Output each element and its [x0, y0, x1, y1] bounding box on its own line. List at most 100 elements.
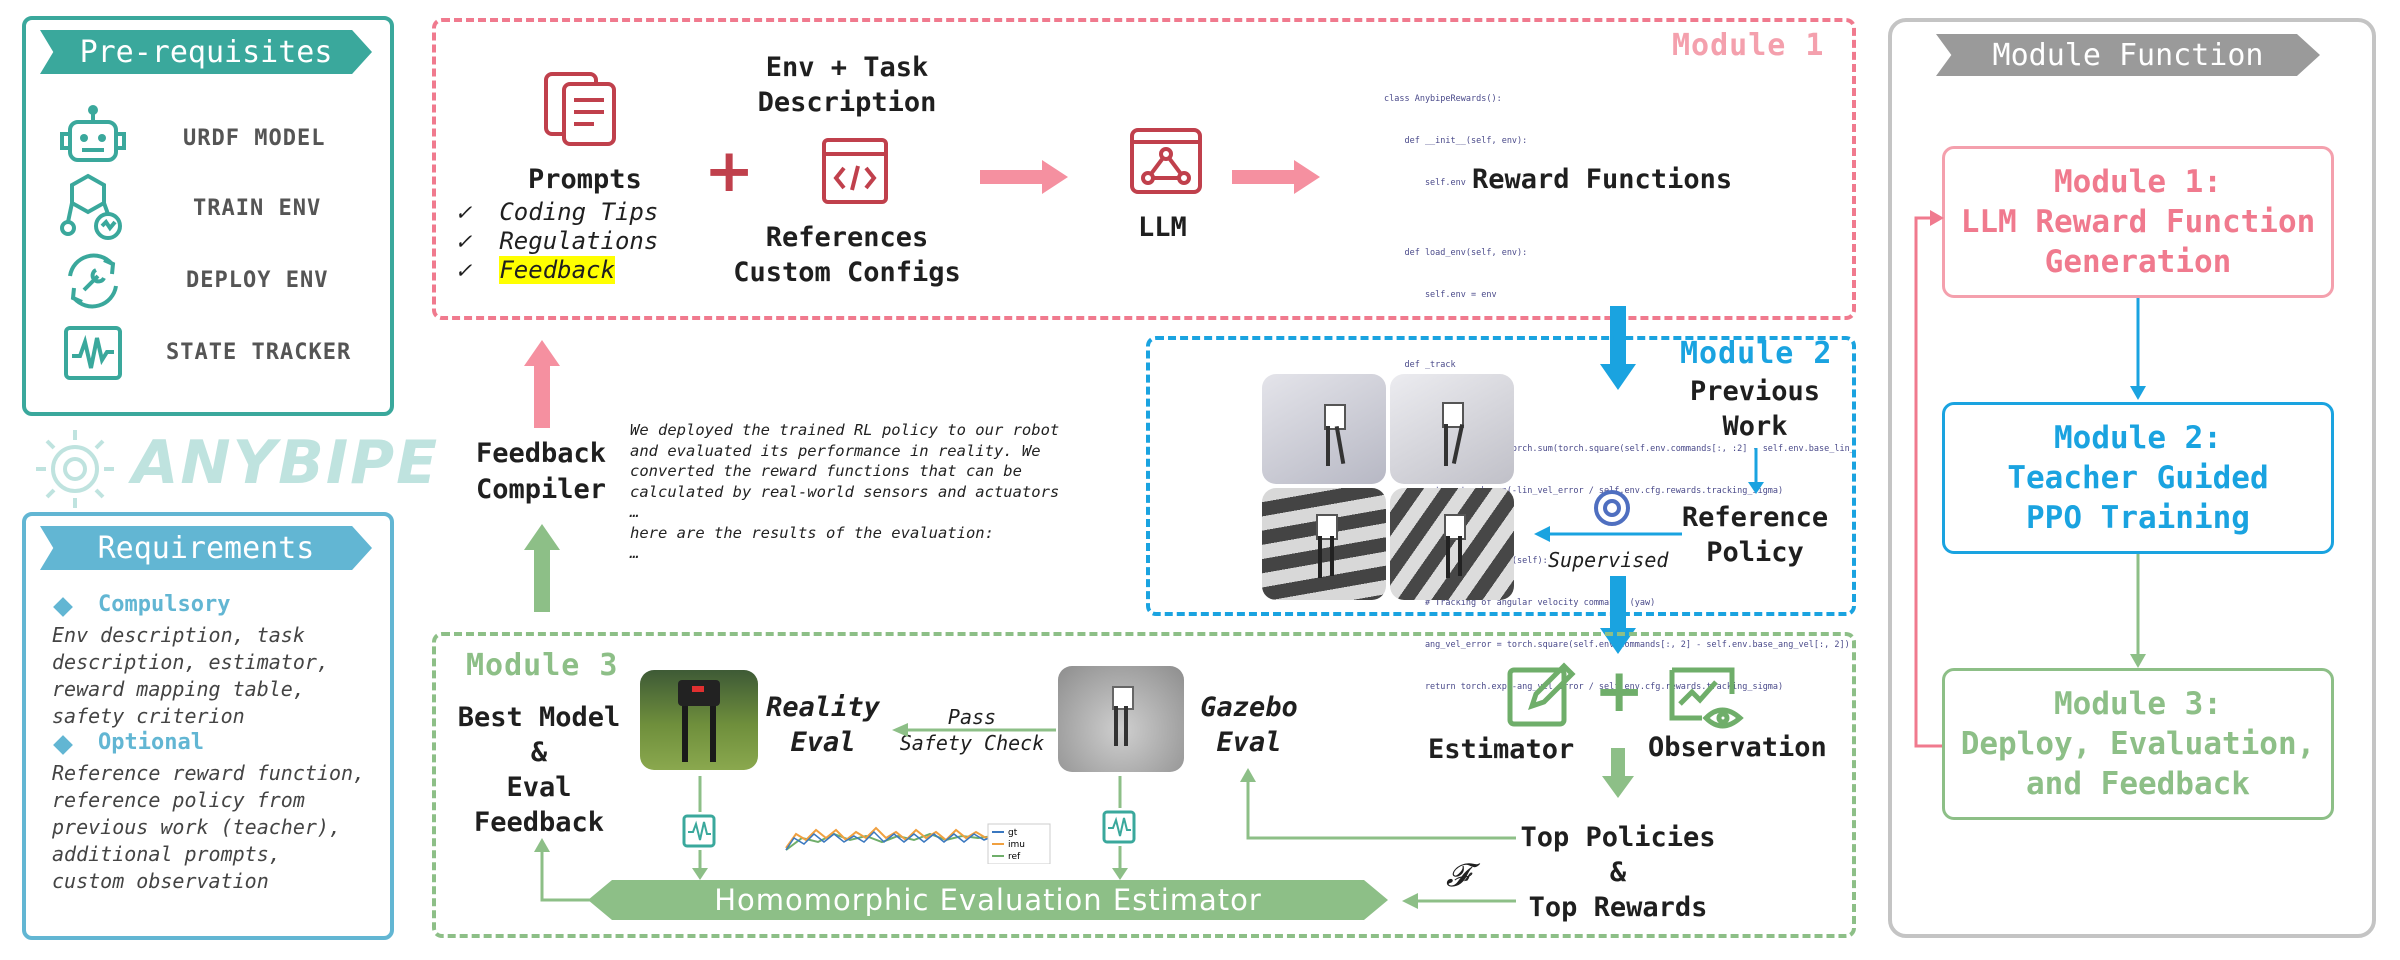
estimator-plot: gt imu ref [785, 823, 1051, 864]
reality-eval-label: Reality Eval [766, 690, 880, 760]
best-model-label: Best Model & Eval Feedback [452, 700, 626, 840]
compulsory-heading: Compulsory [98, 592, 231, 617]
plot-series-gt [785, 830, 995, 851]
module3-function-line: Deploy, Evaluation, [1960, 726, 2316, 762]
previous-work-line: Previous [1689, 376, 1821, 407]
optional-heading: Optional [98, 730, 204, 755]
prompt-items: ✓ Coding Tips ✓ Regulations ✓ Feedback [456, 198, 658, 285]
llm-label: LLM [1138, 212, 1187, 243]
waveform-monitor-icon [64, 326, 122, 380]
optional-line: additional prompts, [52, 842, 281, 866]
prerequisites-panel [22, 16, 394, 416]
prereq-urdf-label: URDF MODEL [183, 126, 326, 151]
module3-function-line: Module 3: [2054, 686, 2222, 722]
estimator-label: Estimator [1428, 734, 1575, 765]
prereq-state-tracker-label: STATE TRACKER [166, 340, 352, 365]
legend-ref: ref [1008, 852, 1021, 862]
reference-policy-label: Reference Policy [1660, 500, 1850, 570]
code-file-icon [822, 138, 888, 204]
feedback-compiler-line: Feedback [475, 438, 607, 469]
reality-eval-line: Reality [766, 692, 880, 723]
best-model-line: Best Model [457, 702, 621, 733]
sim-robot-image [1262, 374, 1386, 484]
connector-line [534, 838, 596, 902]
document-icon [544, 72, 616, 146]
connector-line [1112, 776, 1128, 880]
references-label: References Custom Configs [722, 220, 972, 290]
arrow-down-icon [1602, 748, 1634, 798]
module2-function-line: PPO Training [2026, 500, 2250, 536]
arrow-left-icon [892, 723, 1056, 737]
reward-functions-label: Reward Functions [1466, 164, 1739, 195]
compulsory-line: description, estimator, [52, 650, 329, 674]
code-line: def __init__(self, env): [1384, 136, 1528, 146]
real-robot-photo [640, 670, 758, 770]
arrow-right-icon [980, 160, 1068, 194]
check-icon: ✓ [456, 256, 471, 284]
references-line: References [765, 222, 929, 253]
module1-title: Module 1 [1672, 28, 1825, 63]
requirements-title-text: Requirements [97, 530, 315, 566]
arrow-up-icon [524, 340, 560, 428]
module1-function-line: Generation [2044, 244, 2232, 280]
heee-bar: Homomorphic Evaluation Estimator [588, 880, 1388, 920]
feedback-text-line: here are the results of the evaluation: [630, 523, 994, 542]
feedback-compiler-line: Compiler [475, 474, 607, 505]
previous-work-label: Previous Work [1660, 374, 1850, 444]
f-symbol: 𝓕 [1446, 856, 1470, 894]
feedback-text-line: and evaluated its performance in reality… [630, 441, 1041, 460]
module2-function-line: Module 2: [2054, 420, 2222, 456]
gazebo-robot-image [1058, 666, 1184, 772]
module-function-title: Module Function [1936, 34, 2320, 76]
module1-function-box: Module 1: LLM Reward Function Generation [1942, 146, 2334, 298]
best-model-line: & [530, 737, 548, 768]
top-policies-label: Top Policies & Top Rewards [1508, 820, 1728, 925]
module2-panel [1146, 336, 1856, 616]
optional-line: reference policy from [52, 788, 305, 812]
arrow-left-icon [1402, 893, 1516, 909]
compulsory-line: safety criterion [52, 704, 245, 728]
observation-label: Observation [1648, 732, 1827, 763]
module3-panel [432, 632, 1856, 938]
code-line: def _track [1384, 360, 1456, 370]
module1-function-line: LLM Reward Function [1960, 204, 2316, 240]
feedback-loop-arrow [1914, 210, 1944, 748]
prerequisites-title-text: Pre-requisites [79, 34, 333, 70]
feedback-text-line: We deployed the trained RL policy to our… [630, 421, 1060, 439]
code-line: def load_env(self, env): [1384, 248, 1528, 258]
top-policies-line: & [1609, 857, 1627, 888]
reference-policy-line: Reference [1681, 502, 1829, 533]
code-line: ang_vel_error = torch.square(self.env.co… [1424, 640, 1850, 650]
edit-icon [1507, 662, 1576, 727]
top-policies-line: Top Policies [1520, 822, 1716, 853]
prompt-item-highlighted: Feedback [499, 256, 615, 284]
references-line: Custom Configs [733, 257, 961, 288]
env-task-line: Description [757, 87, 937, 118]
waveform-monitor-icon [682, 814, 716, 848]
optional-line: custom observation [52, 869, 269, 893]
module2-function-line: Teacher Guided [2007, 460, 2269, 496]
module2-title: Module 2 [1680, 336, 1833, 371]
sim-robot-image [1390, 374, 1514, 484]
arrow-down-icon [2130, 554, 2146, 668]
robot-icon [60, 105, 126, 162]
plot-series-imu [785, 826, 995, 849]
requirements-panel [22, 512, 394, 940]
feedback-text-line: … [630, 544, 640, 562]
sim-robot-stairs-image [1262, 488, 1386, 600]
optional-text: Reference reward function, reference pol… [52, 760, 365, 895]
plot-series-ref [785, 832, 995, 851]
optional-line: Reference reward function, [52, 761, 366, 785]
gazebo-eval-line: Eval [1216, 727, 1282, 758]
deploy-cycle-icon [68, 253, 118, 309]
llm-network-icon [1130, 128, 1202, 194]
module2-function-box: Module 2: Teacher Guided PPO Training [1942, 402, 2334, 554]
arrow-left-icon [1534, 526, 1682, 542]
check-icon: ✓ [456, 227, 471, 255]
compulsory-line: Env description, task [52, 623, 305, 647]
pass-line: Safety Check [899, 731, 1045, 755]
check-icon: ✓ [456, 198, 471, 226]
openai-icon [1594, 490, 1630, 526]
legend-imu: imu [1008, 840, 1025, 850]
compulsory-text: Env description, task description, estim… [52, 622, 329, 730]
